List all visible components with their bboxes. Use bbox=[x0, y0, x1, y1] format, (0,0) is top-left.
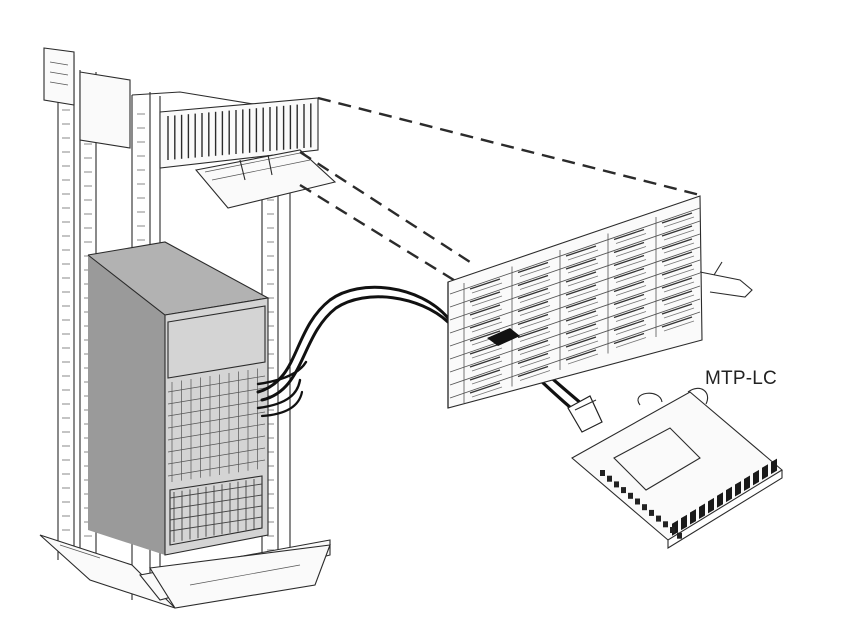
mtp-lc-cassette bbox=[567, 387, 783, 549]
mtp-lc-label: MTP-LC bbox=[705, 368, 777, 389]
network-switch-chassis bbox=[87, 241, 270, 556]
fiber-patch-panel bbox=[447, 195, 753, 409]
rack-patch-panel bbox=[159, 97, 337, 209]
zoom-projection-lines bbox=[299, 96, 701, 292]
